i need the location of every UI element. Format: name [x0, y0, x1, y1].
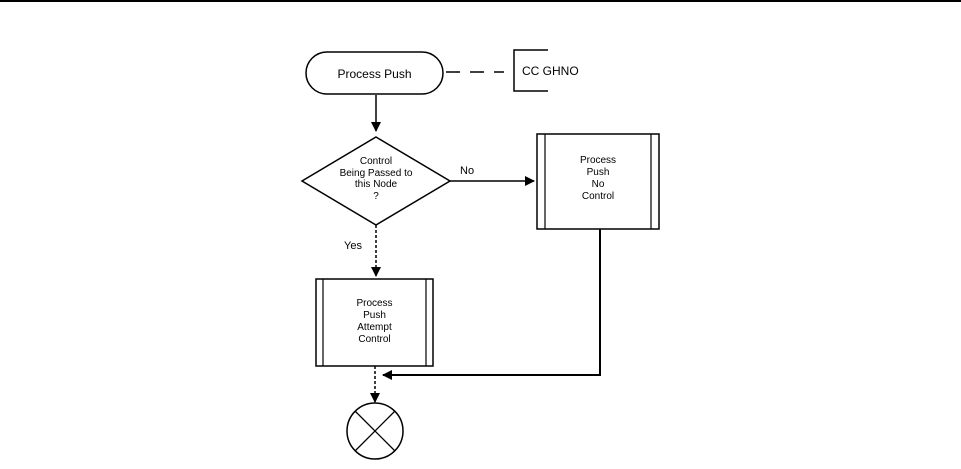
annotation: CC GHNO	[513, 49, 579, 92]
process-no-control-shape	[536, 133, 660, 230]
annotation-bracket	[513, 49, 548, 92]
process-no-control-line-3: No	[592, 179, 605, 190]
yes-branch-label: Yes	[344, 240, 362, 252]
start-terminator-label: Process Push	[337, 67, 411, 81]
decision-line-1: Control	[360, 156, 392, 167]
no-control-return-arrow	[382, 229, 601, 380]
process-attempt-control-box: Process Push Attempt Control	[315, 278, 434, 367]
process-attempt-control-line-1: Process	[356, 298, 392, 309]
decision-line-3: this Node	[355, 179, 398, 190]
process-attempt-control-line-2: Push	[363, 310, 386, 321]
start-terminator: Process Push	[305, 51, 444, 95]
process-no-control-line-4: Control	[582, 191, 614, 202]
process-no-control-line-2: Push	[587, 167, 610, 178]
decision-line-2: Being Passed to	[340, 168, 413, 179]
end-connector-x-line-b	[354, 410, 396, 452]
process-no-control-box: Process Push No Control	[536, 133, 660, 230]
circle-x-icon	[346, 402, 404, 460]
start-terminator-shape	[305, 51, 444, 95]
process-no-control-line-1: Process	[580, 155, 616, 166]
decision-diamond: Control Being Passed to this Node ?	[300, 136, 452, 226]
no-branch-label: No	[460, 165, 474, 177]
process-attempt-control-line-4: Control	[358, 334, 390, 345]
annotation-label: CC GHNO	[522, 64, 579, 78]
decision-line-4: ?	[373, 191, 379, 202]
process-attempt-control-line-3: Attempt	[357, 322, 392, 333]
